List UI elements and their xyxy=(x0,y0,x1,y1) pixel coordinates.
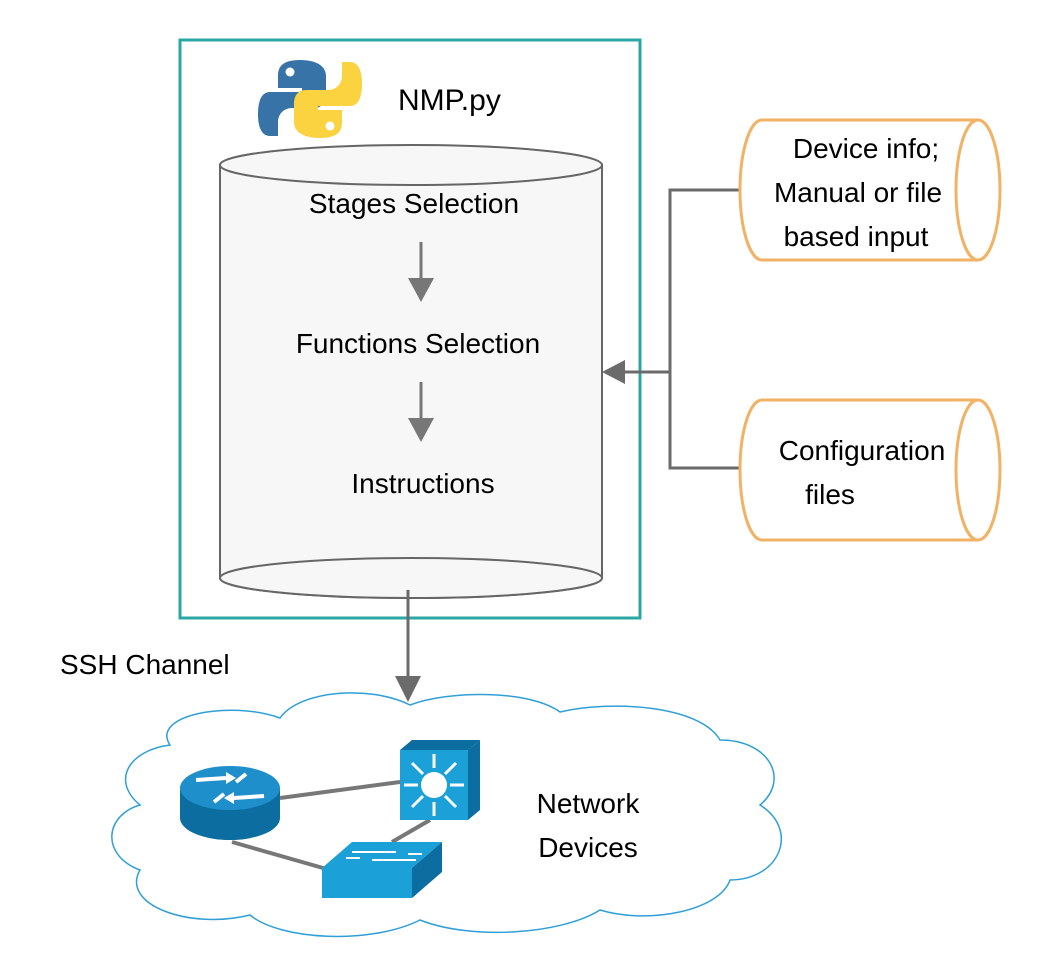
network-label-line-2: Devices xyxy=(538,832,638,863)
config-files-line-1: Configuration xyxy=(779,435,946,466)
device-info-line-3: based input xyxy=(784,221,929,252)
multilayer-switch-icon xyxy=(400,740,480,820)
step-instructions: Instructions xyxy=(351,468,494,499)
network-links xyxy=(231,780,432,872)
step-stages-selection: Stages Selection xyxy=(309,188,519,219)
input-connector xyxy=(602,188,745,470)
device-info-line-2: Manual or file xyxy=(774,177,942,208)
router-icon xyxy=(180,766,280,840)
nmp-frame xyxy=(178,38,642,620)
ssh-channel-label: SSH Channel xyxy=(60,649,230,680)
device-info-input xyxy=(738,118,1002,262)
switch-icon xyxy=(322,842,442,898)
config-files-line-2: files xyxy=(805,479,855,510)
app-title: NMP.py xyxy=(398,84,501,117)
config-files-input xyxy=(738,398,1002,542)
python-logo-icon xyxy=(258,60,362,138)
device-info-line-1: Device info; xyxy=(793,133,939,164)
network-label-line-1: Network xyxy=(537,788,641,819)
workflow-cylinder xyxy=(219,144,603,599)
step-functions-selection: Functions Selection xyxy=(296,328,540,359)
step-arrow-2 xyxy=(408,382,434,442)
ssh-channel-arrow xyxy=(395,590,421,702)
step-arrow-1 xyxy=(408,242,434,302)
